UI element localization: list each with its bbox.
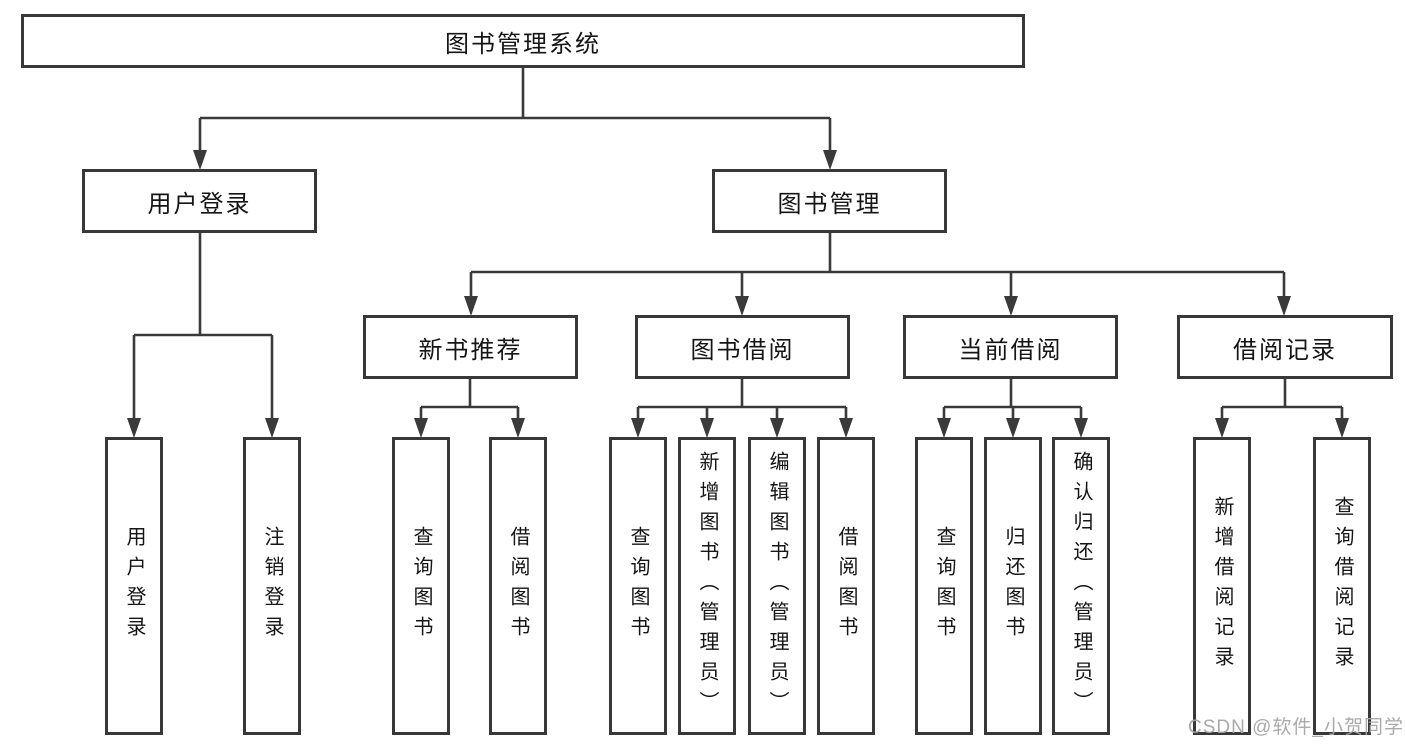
node-leaf-borrow-books-borrowing: 借阅图书: [817, 437, 875, 735]
node-leaf-add-borrow-record: 新增借阅记录: [1193, 437, 1251, 735]
node-book-management: 图书管理: [712, 169, 947, 233]
node-new-book-recommend: 新书推荐: [363, 315, 578, 379]
leaf-label: 新增图书（管理员）: [696, 451, 718, 721]
node-leaf-confirm-return-admin: 确认归还（管理员）: [1052, 437, 1110, 735]
leaf-label: 新增借阅记录: [1211, 496, 1233, 676]
leaf-label: 用户登录: [123, 526, 145, 646]
arrowhead: [1335, 418, 1349, 438]
node-leaf-logout: 注销登录: [243, 437, 301, 735]
leaf-label: 确认归还（管理员）: [1070, 451, 1092, 721]
arrowhead: [770, 418, 784, 438]
arrowhead: [265, 418, 279, 438]
connector: [942, 379, 1083, 420]
node-user-login: 用户登录: [82, 169, 317, 233]
arrowhead: [735, 296, 749, 316]
arrowhead: [823, 150, 837, 170]
node-leaf-query-books-recommend: 查询图书: [392, 437, 450, 735]
leaf-label: 注销登录: [261, 526, 283, 646]
leaf-label: 查询借阅记录: [1331, 496, 1353, 676]
arrowhead: [464, 296, 478, 316]
node-leaf-borrow-books-recommend: 借阅图书: [489, 437, 547, 735]
arrowhead: [414, 418, 428, 438]
arrowhead: [631, 418, 645, 438]
connector: [198, 68, 832, 152]
node-leaf-return-books: 归还图书: [984, 437, 1042, 735]
arrowhead: [839, 418, 853, 438]
arrowhead: [127, 418, 141, 438]
connector: [636, 379, 848, 420]
leaf-label: 查询图书: [410, 526, 432, 646]
arrowhead: [1074, 418, 1088, 438]
arrowhead: [937, 418, 951, 438]
arrowhead: [511, 418, 525, 438]
arrowhead: [193, 150, 207, 170]
node-root-library-system: 图书管理系统: [21, 14, 1025, 68]
connector: [419, 379, 520, 420]
node-borrow-records: 借阅记录: [1177, 315, 1393, 379]
node-leaf-edit-books-admin: 编辑图书（管理员）: [748, 437, 806, 735]
leaf-label: 借阅图书: [835, 526, 857, 646]
arrowhead: [1277, 296, 1291, 316]
leaf-label: 查询图书: [627, 526, 649, 646]
arrowhead: [1004, 296, 1018, 316]
arrowhead: [700, 418, 714, 438]
connector: [1220, 379, 1344, 420]
node-book-borrowing: 图书借阅: [635, 315, 850, 379]
leaf-label: 借阅图书: [507, 526, 529, 646]
leaf-label: 归还图书: [1002, 526, 1024, 646]
node-current-borrowing: 当前借阅: [903, 315, 1118, 379]
arrowhead: [1006, 418, 1020, 438]
node-leaf-add-books-admin: 新增图书（管理员）: [678, 437, 736, 735]
leaf-label: 查询图书: [933, 526, 955, 646]
node-leaf-query-books-borrowing: 查询图书: [609, 437, 667, 735]
node-leaf-query-books-current: 查询图书: [915, 437, 973, 735]
node-leaf-query-borrow-record: 查询借阅记录: [1313, 437, 1371, 735]
arrowhead: [1215, 418, 1229, 438]
leaf-label: 编辑图书（管理员）: [766, 451, 788, 721]
connector: [132, 233, 274, 420]
connector: [469, 233, 1286, 298]
watermark: CSDN @软件_小贺同学: [1188, 717, 1404, 738]
node-leaf-user-login: 用户登录: [105, 437, 163, 735]
